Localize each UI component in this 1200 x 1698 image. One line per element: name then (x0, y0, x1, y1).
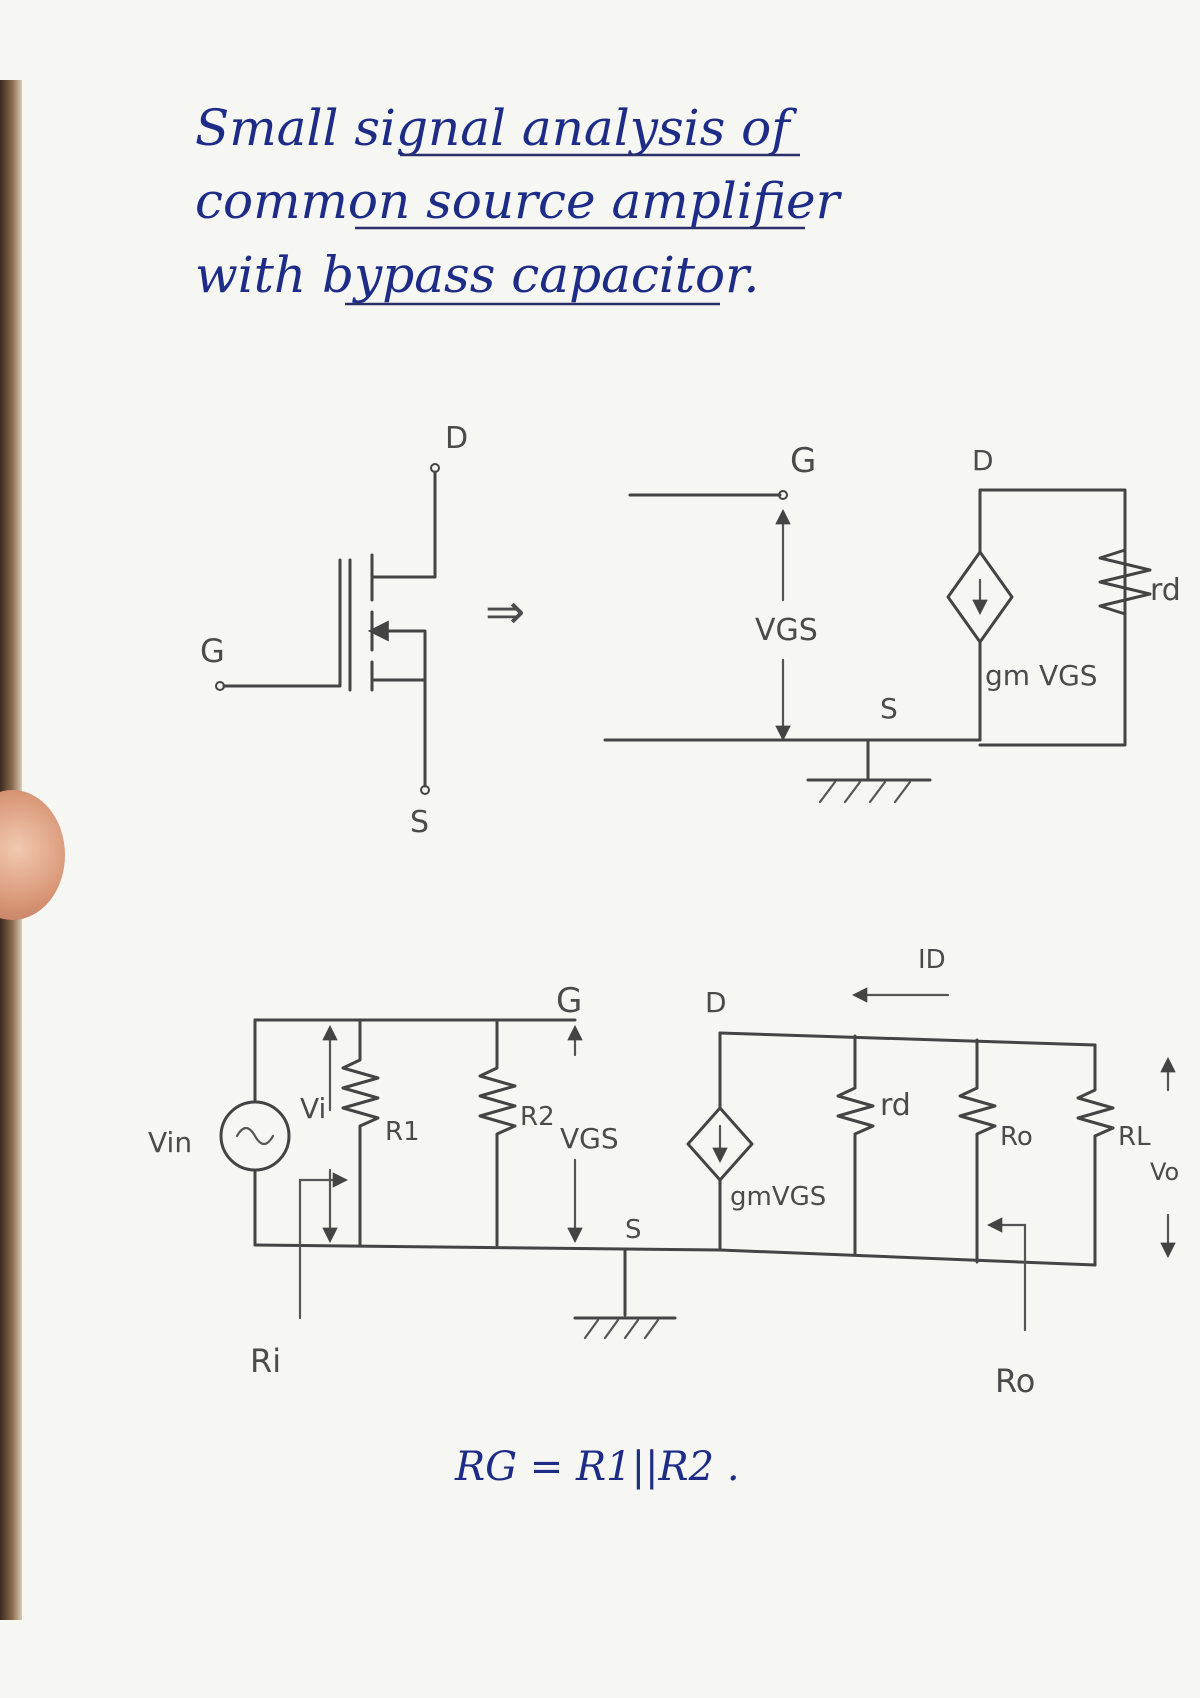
vi-label: Vi (300, 1092, 326, 1125)
model-vgs-label: VGS (755, 613, 818, 648)
ro-label: Ro (995, 1362, 1035, 1400)
rl-label: RL (1118, 1122, 1151, 1152)
dependent-current-source-2 (686, 1106, 754, 1182)
full-circuit (253, 987, 1176, 1340)
vo-label: Vo (1150, 1158, 1179, 1186)
rg-formula: RG = R1||R2 . (454, 1444, 740, 1490)
title-line-1: Small signal analysis of (195, 99, 797, 157)
gm2-label: gmVGS (730, 1182, 826, 1212)
ri-label: Ri (250, 1342, 281, 1380)
r1-label: R1 (385, 1117, 420, 1147)
dependent-current-source-1 (946, 550, 1014, 644)
source2-label: S (625, 1215, 642, 1245)
model-gate-label: G (790, 441, 816, 481)
rd2-label: rd (880, 1088, 911, 1123)
r2-label: R2 (520, 1102, 555, 1132)
id-label: ID (918, 945, 946, 975)
drain2-label: D (705, 986, 727, 1019)
ro-resistor-label: Ro (1000, 1122, 1033, 1152)
model-rd-label: rd (1150, 573, 1181, 608)
vgs2-label: VGS (560, 1122, 619, 1155)
mosfet-source-label: S (410, 805, 429, 840)
model-gm-label: gm VGS (985, 659, 1098, 692)
gate2-label: G (556, 981, 582, 1021)
model-source-label: S (880, 692, 898, 725)
title-line-3: with bypass capacitor. (195, 246, 759, 304)
vin-label: Vin (148, 1126, 192, 1159)
model-drain-label: D (972, 444, 994, 477)
mosfet-gate-label: G (200, 632, 225, 670)
transform-arrow: ⇒ (485, 584, 525, 640)
title-line-2: common source amplifier (195, 172, 843, 230)
vin-source (219, 1100, 291, 1172)
mosfet-symbol (215, 463, 440, 795)
small-signal-model (603, 488, 1152, 804)
mosfet-drain-label: D (445, 421, 468, 456)
